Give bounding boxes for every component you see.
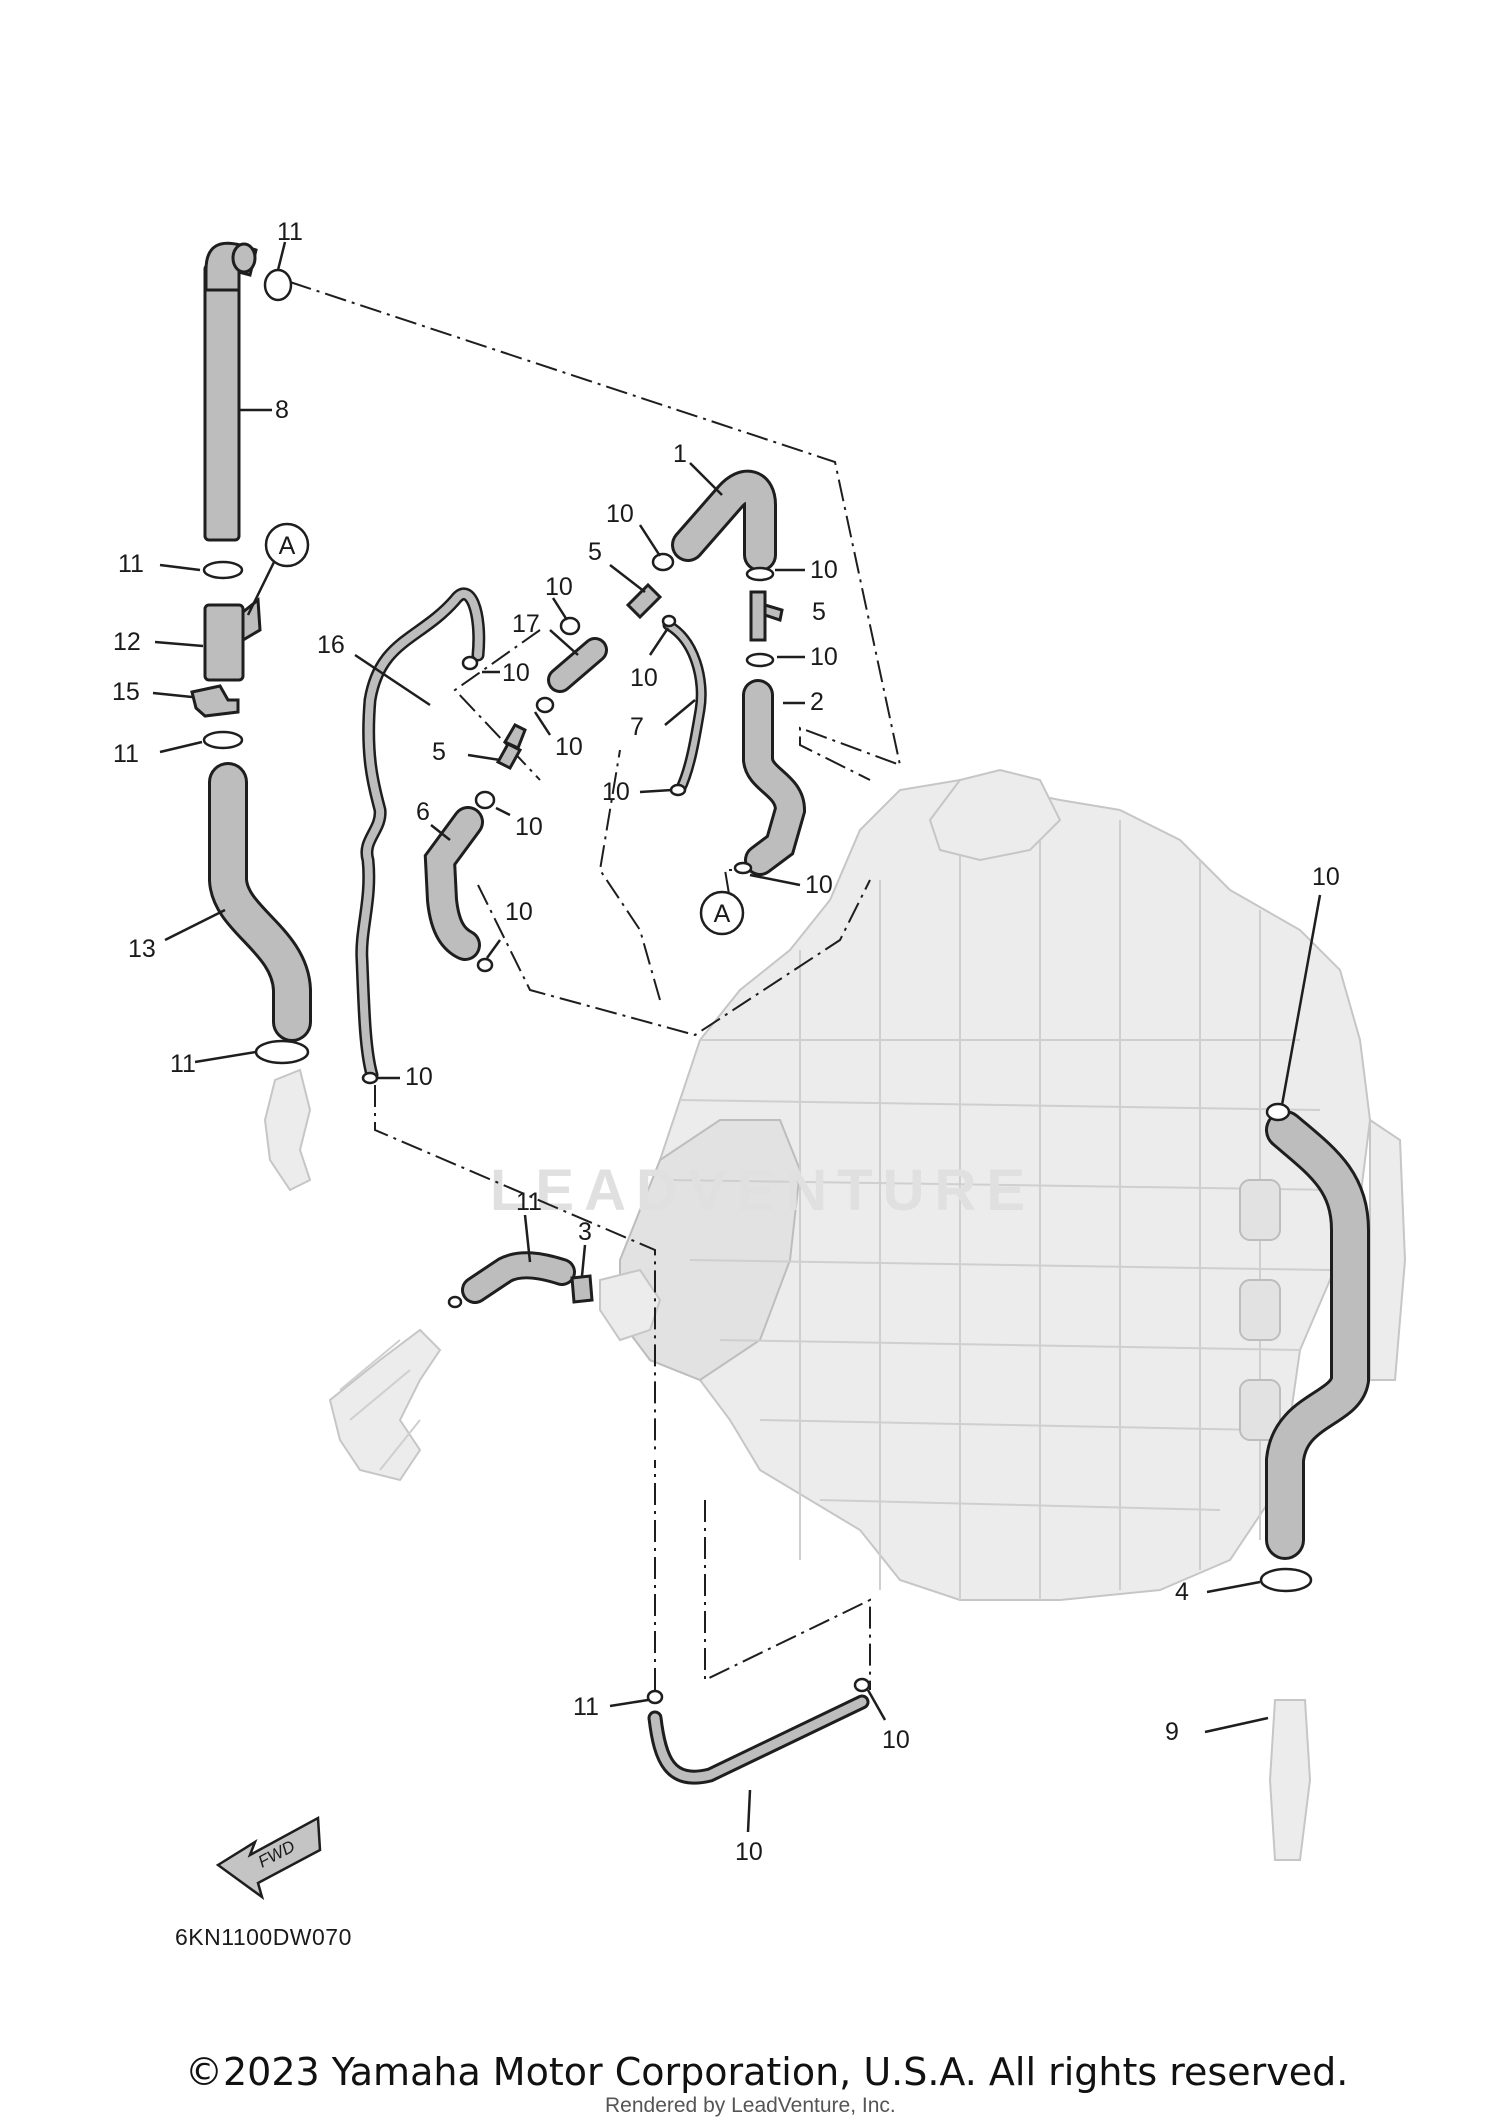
- assembly-lines: [289, 281, 902, 1690]
- callout-12: 12: [113, 628, 141, 656]
- callout-10: 10: [810, 643, 838, 671]
- callout-7: 7: [630, 713, 644, 741]
- reference-marks: A A: [264, 522, 745, 936]
- hose-clamps: [202, 268, 1313, 1705]
- callout-5: 5: [812, 598, 826, 626]
- callout-8: 8: [275, 396, 289, 424]
- callout-11: 9: [1165, 1718, 1179, 1746]
- joint-item-5-c: [495, 742, 523, 770]
- callout-1: 1: [673, 440, 687, 468]
- fwd-arrow: FWD: [215, 1815, 322, 1901]
- callout-15: 15: [112, 678, 140, 706]
- ref-mark-a-top: A: [279, 532, 296, 560]
- watermark: LEADVENTURE: [490, 1158, 1035, 1223]
- callout-10: 10: [502, 659, 530, 687]
- clamp-item-4: [570, 1274, 594, 1304]
- callout-4: 3: [578, 1218, 592, 1246]
- leader-lines: [152, 241, 1322, 1833]
- callout-17: 17: [512, 610, 540, 638]
- callout-11: 11: [277, 218, 303, 246]
- callout-11: 11: [170, 1050, 196, 1078]
- joint-item-5-a: [625, 582, 663, 620]
- callout-2: 2: [810, 688, 824, 716]
- callout-10: 10: [515, 813, 543, 841]
- callout-10: 10: [810, 556, 838, 584]
- callout-11: 11: [118, 550, 144, 578]
- clamp-item-15: [190, 684, 240, 718]
- callout-13: 13: [128, 935, 156, 963]
- rendered-by: Rendered by LeadVenture, Inc.: [605, 2094, 896, 2117]
- callout-10: 10: [602, 778, 630, 806]
- callout-5: 5: [588, 538, 602, 566]
- callout-10: 10: [405, 1063, 433, 1091]
- ref-mark-a-bottom: A: [714, 900, 731, 928]
- copyright-notice: ©2023 Yamaha Motor Corporation, U.S.A. A…: [185, 2050, 1348, 2094]
- hose-item-8: [203, 263, 241, 542]
- callout-11: 11: [113, 740, 139, 768]
- callout-10: 10: [805, 871, 833, 899]
- callout-14: 10: [735, 1838, 763, 1866]
- callout-10: 10: [606, 500, 634, 528]
- engine-block-ghost: LEADVENTURE: [263, 768, 1407, 1861]
- callout-10: 11: [573, 1693, 599, 1721]
- callout-10: 10: [630, 664, 658, 692]
- callout-3: 11: [516, 1188, 542, 1216]
- callout-5: 5: [432, 738, 446, 766]
- hoses: [203, 241, 1370, 1785]
- drawing-code: 6KN1100DW070: [175, 1924, 352, 1950]
- callout-11: 10: [1312, 863, 1340, 891]
- callout-6: 6: [416, 798, 430, 826]
- callout-10: 10: [505, 898, 533, 926]
- callout-10: 10: [555, 733, 583, 761]
- callout-10: 10: [545, 573, 573, 601]
- callout-9: 4: [1175, 1578, 1189, 1606]
- callout-10: 10: [882, 1726, 910, 1754]
- joint-item-5-b: [749, 590, 767, 642]
- hose-item-12: [203, 603, 245, 682]
- connectors: [190, 582, 784, 1304]
- callouts: 11 8 11 12 15 11 13 11 16 1 10 5 10 17 1…: [112, 218, 1340, 1866]
- callout-16: 16: [317, 631, 345, 659]
